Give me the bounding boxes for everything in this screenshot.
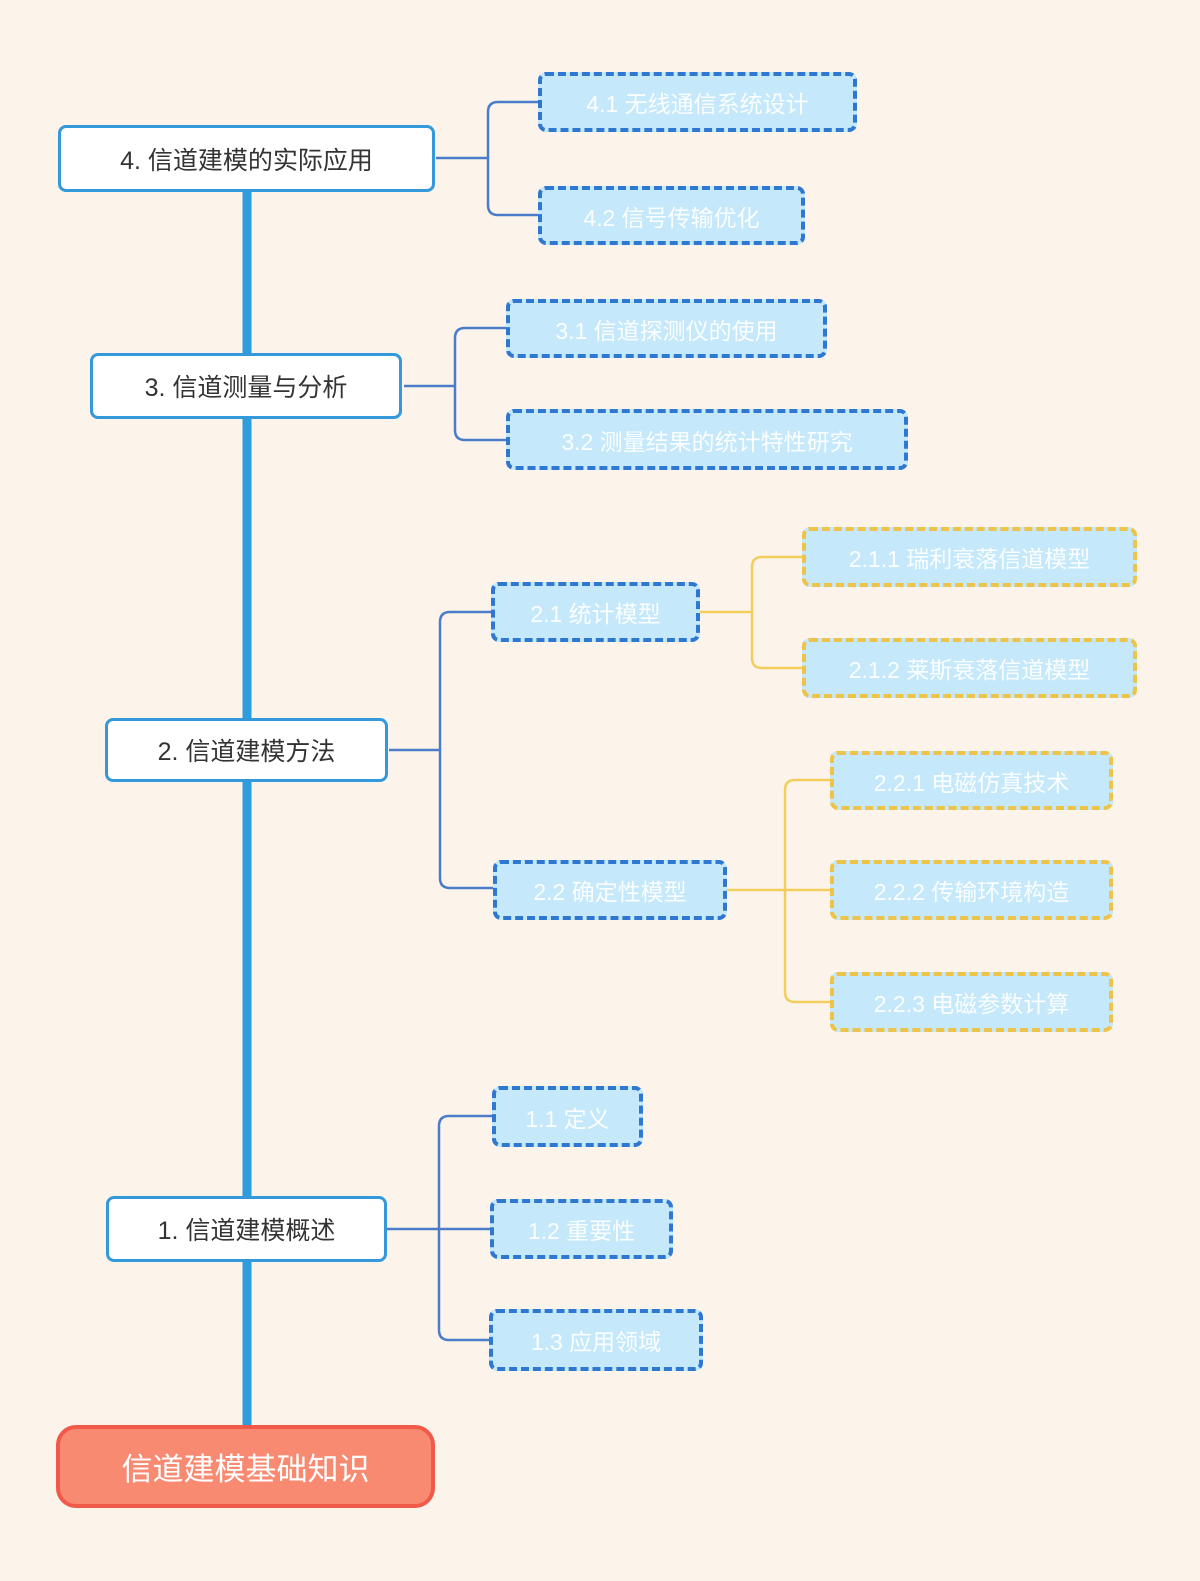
branch-node-2[interactable]: 2. 信道建模方法 [105,718,388,782]
child-node-2-1-1[interactable]: 2.1.1 瑞利衰落信道模型 [802,527,1137,587]
child-node-4-2[interactable]: 4.2 信号传输优化 [538,186,805,245]
child-node-2-1-2[interactable]: 2.1.2 莱斯衰落信道模型 [802,638,1137,698]
branch-node-4[interactable]: 4. 信道建模的实际应用 [58,125,435,192]
child-node-2-2[interactable]: 2.2 确定性模型 [493,860,727,920]
connector-branch4-bracket [486,100,538,217]
child-node-4-1[interactable]: 4.1 无线通信系统设计 [538,72,857,132]
child-node-2-2-1[interactable]: 2.2.1 电磁仿真技术 [830,751,1113,810]
child-node-1-1[interactable]: 1.1 定义 [492,1086,643,1147]
connector-branch3-bracket [453,326,506,442]
child-node-3-2[interactable]: 3.2 测量结果的统计特性研究 [506,409,908,470]
child-node-3-1[interactable]: 3.1 信道探测仪的使用 [506,299,827,358]
connector-2-2-bracket [783,778,830,1004]
root-node[interactable]: 信道建模基础知识 [56,1425,435,1508]
child-node-2-2-2[interactable]: 2.2.2 传输环境构造 [830,860,1113,920]
child-node-1-3[interactable]: 1.3 应用领域 [489,1309,703,1371]
child-node-2-2-3[interactable]: 2.2.3 电磁参数计算 [830,972,1113,1032]
connector-branch2-bracket [438,610,493,890]
branch-node-1[interactable]: 1. 信道建模概述 [106,1196,387,1262]
child-node-2-1[interactable]: 2.1 统计模型 [491,582,700,642]
child-node-1-2[interactable]: 1.2 重要性 [490,1199,673,1259]
connector-2-1-bracket [750,555,802,670]
connector-branch1-bracket [437,1114,492,1342]
branch-node-3[interactable]: 3. 信道测量与分析 [90,353,402,419]
